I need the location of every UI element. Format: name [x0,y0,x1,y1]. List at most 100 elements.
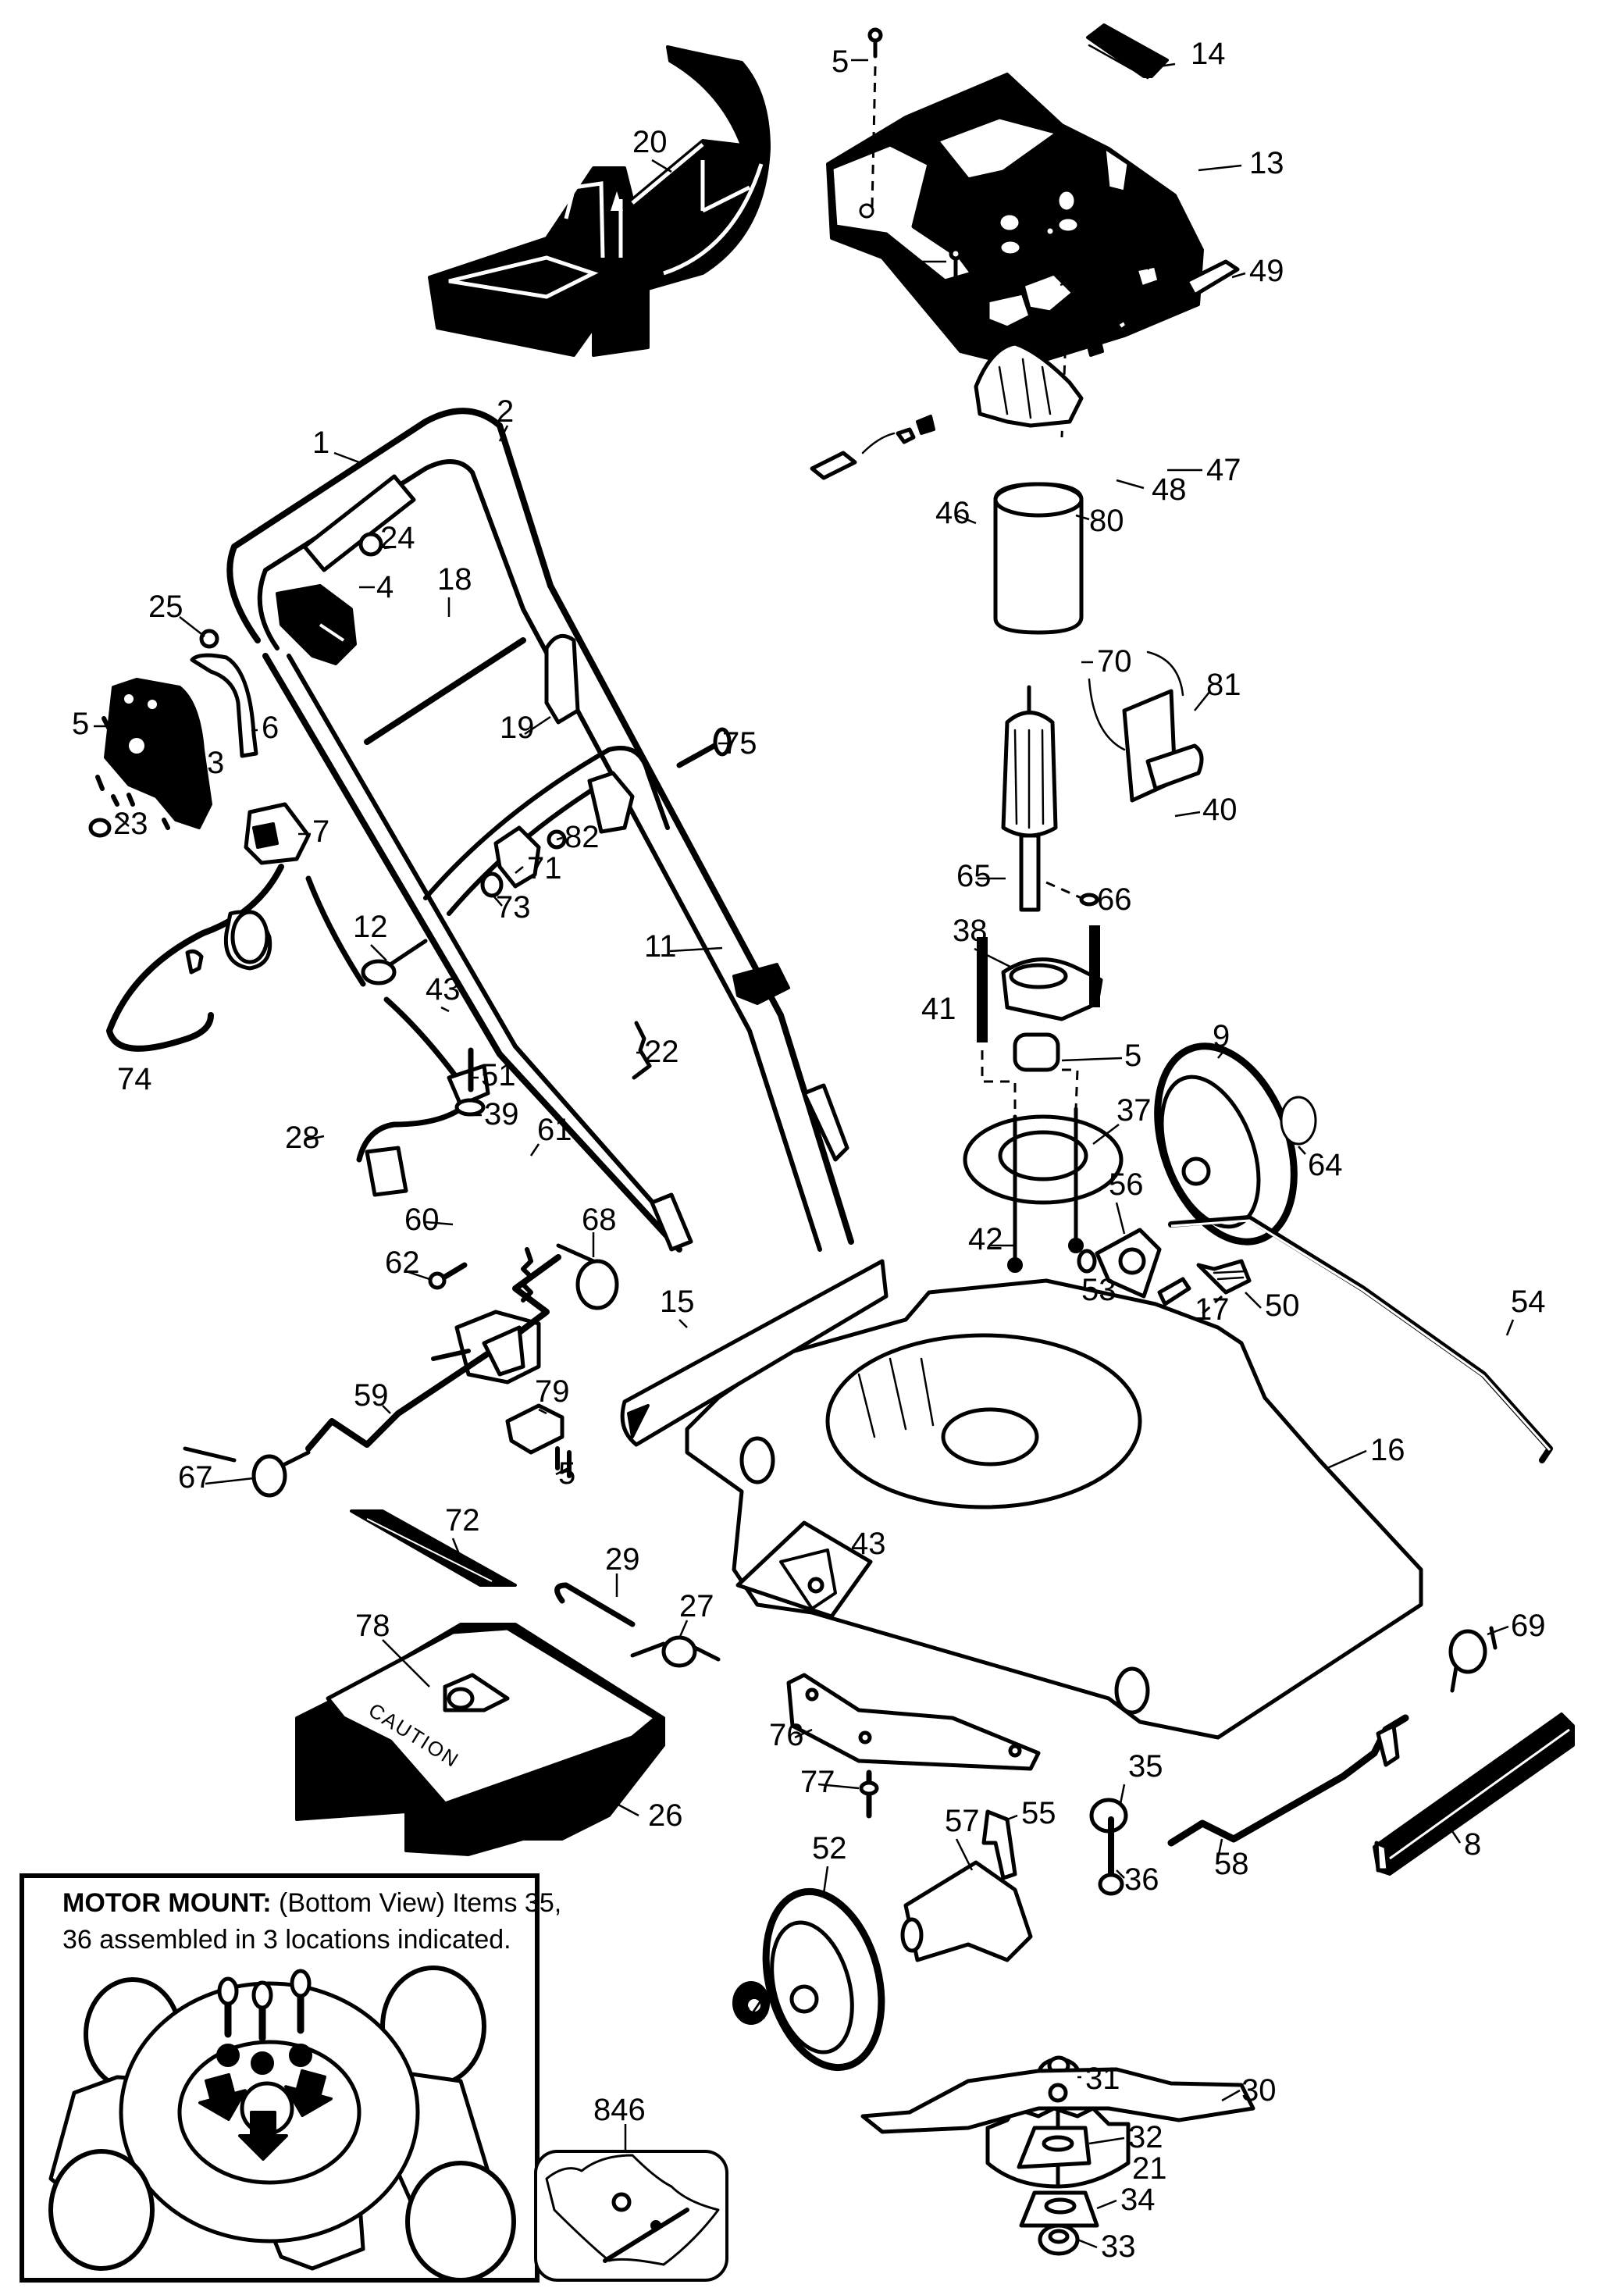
part-label-29: 29 [605,1542,640,1577]
leader-line-16 [1327,1449,1367,1470]
bolt-75 [676,727,732,768]
leader-line-59 [382,1405,391,1414]
leader-line-30 [1221,2089,1241,2102]
motor-end-assembly [949,187,1240,438]
blade-30 [860,2067,1255,2134]
part-label-52: 52 [812,1831,847,1866]
part-label-25: 25 [148,590,183,624]
part-label-27: 27 [679,1589,714,1623]
part-label-34: 34 [1120,2183,1156,2217]
leader-line-13 [1198,164,1242,172]
part-label-15: 15 [660,1285,695,1319]
label-50 [1154,1259,1252,1398]
part-label-37: 37 [1116,1093,1152,1128]
part-label-17: 17 [1195,1292,1230,1327]
leader-line-77 [817,1783,860,1790]
part-label-79: 79 [535,1374,570,1409]
leader-line-64 [1298,1146,1306,1155]
part-label-62: 62 [385,1246,420,1280]
part-label-75: 75 [722,726,757,761]
part-label-24: 24 [380,521,415,555]
rear-bumper-8 [1373,1712,1575,1876]
spring-68 [556,1243,619,1310]
pin-62 [428,1262,468,1290]
hub-cap-64-left [732,1981,770,2025]
part-label-42: 42 [968,1222,1003,1256]
leader-line-32 [1088,2137,1125,2145]
switch-7 [244,802,311,865]
part-label-30: 30 [1241,2073,1277,2108]
part-label-28: 28 [285,1121,320,1155]
part-label-50: 50 [1265,1288,1300,1323]
nut-24 [358,532,383,557]
part-label-6: 6 [262,711,279,745]
leader-line-58 [1216,1838,1223,1859]
leader-line-43 [1078,214,1086,223]
leader-line-33 [1077,2238,1098,2249]
part-label-12: 12 [353,910,388,944]
leader-line-72 [451,1538,462,1559]
height-adjust-rod-59 [305,1254,561,1452]
leader-line-76 [794,1728,813,1739]
front-baffle-15 [620,1259,889,1447]
leader-line-67 [205,1477,255,1485]
leader-line-49 [1231,272,1246,279]
part-label-46: 46 [935,496,970,530]
part-label-846: 846 [593,2093,646,2127]
part-label-5: 5 [72,707,89,741]
screws-3 [88,716,170,838]
leader-line-43 [440,1006,450,1013]
part-label-9: 9 [1213,1019,1230,1053]
spring-69 [1448,1626,1498,1693]
power-cord-51 [106,864,284,1052]
screw-5-top [867,27,883,208]
leader-line-45 [1060,276,1082,287]
leader-line-62 [405,1270,430,1281]
part-label-70: 70 [1097,644,1132,679]
front-axle-58 [1167,1714,1409,1847]
part-label-76: 76 [769,1718,804,1752]
part-label-56: 56 [1109,1167,1144,1202]
leader-line-40 [1174,811,1201,818]
leader-line-19 [524,715,551,736]
leader-line-2 [498,425,509,442]
chute-spring-27 [630,1635,721,1668]
front-wheel-52 [762,1887,885,2072]
leader-line-15 [678,1319,688,1328]
spring-67 [183,1446,311,1498]
part-label-58: 58 [1214,1847,1249,1881]
leader-line-71 [515,866,524,874]
part-label-82: 82 [564,820,600,854]
height-adjuster-56 [1077,1228,1162,1299]
part-label-35: 35 [1128,1749,1163,1784]
leader-line-63 [1146,248,1163,270]
leader-line-82 [556,836,563,841]
part-label-43: 43 [1089,195,1124,230]
switch-housing-3 [104,678,212,829]
spring-25 [199,629,219,649]
leader-line-73 [491,893,503,907]
part-label-74: 74 [117,1062,152,1096]
part-label-78: 78 [355,1609,390,1643]
clip-55 [981,1809,1017,1880]
part-label-18: 18 [437,562,472,597]
part-label-32: 32 [1128,2120,1163,2154]
part-label-64: 64 [734,1991,769,2026]
rivet-77 [859,1769,879,1819]
leader-line-5 [1061,1057,1123,1062]
leader-line-5 [555,1467,569,1476]
part-label-47: 47 [1206,453,1241,487]
part-label-40: 40 [1202,793,1238,827]
pin-17 [1157,1277,1191,1306]
leader-line-78 [382,1639,430,1687]
hardware-kit-846 [534,2124,728,2282]
mower-bottom-view [48,1965,516,2283]
leader-line-34 [1096,2199,1117,2210]
part-label-41: 41 [921,992,956,1026]
leader-line-55 [1006,1814,1018,1821]
rear-wheel-9 [1154,1042,1298,1246]
cord-clip-12 [361,939,428,985]
leader-line-46 [956,514,977,525]
part-label-61: 61 [537,1113,572,1147]
